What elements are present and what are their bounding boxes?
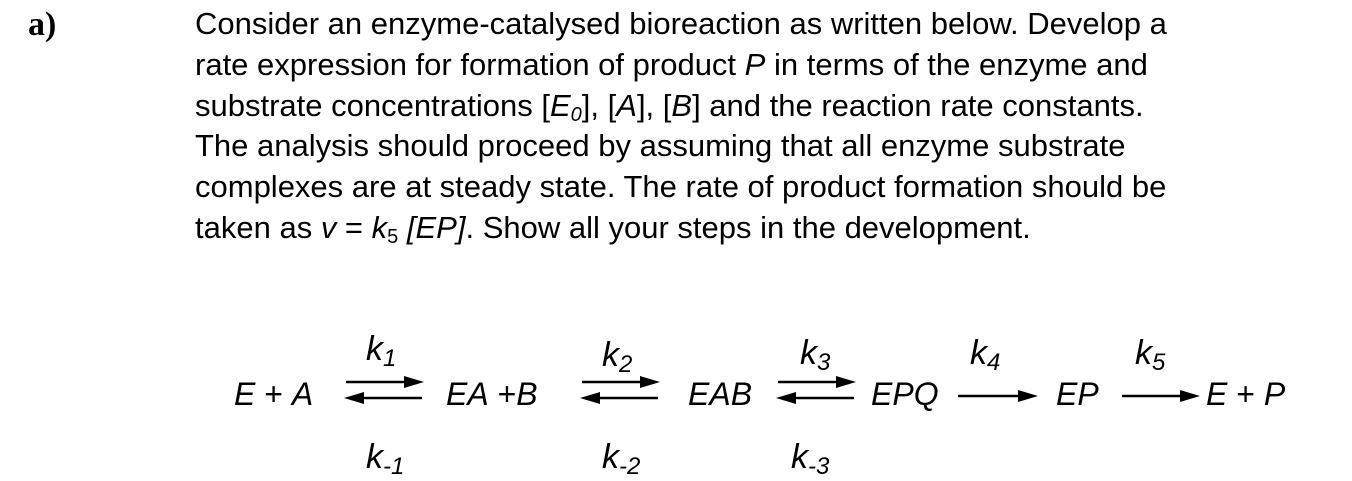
equilibrium-arrow-1	[344, 376, 424, 404]
species-e-plus-a: E + A	[234, 376, 314, 412]
species-eab: EAB	[688, 376, 753, 412]
equilibrium-arrow-2	[580, 376, 660, 404]
species-e-plus-p: E + P	[1206, 376, 1286, 412]
question-line-1: Consider an enzyme-catalysed bioreaction…	[195, 6, 1167, 41]
rate-constant-k-minus-1: k-1	[366, 438, 405, 480]
question-line-2: rate expression for formation of product…	[195, 46, 1148, 82]
species-ep: EP	[1056, 376, 1099, 412]
species-epq: EPQ	[871, 376, 939, 412]
question-line-5: complexes are at steady state. The rate …	[195, 169, 1167, 205]
rate-constant-k-minus-3: k-3	[791, 438, 830, 480]
question-line-4: The analysis should proceed by assuming …	[195, 128, 1126, 164]
question-label: a)	[28, 6, 57, 43]
question-line-6: taken as v = k5 [EP]. Show all your step…	[195, 209, 1031, 248]
forward-arrow-4	[958, 390, 1038, 402]
species-ea-plus-b: EA +B	[446, 376, 538, 412]
rate-constant-k5: k5	[1135, 334, 1166, 376]
rate-constant-k-minus-2: k-2	[602, 438, 641, 480]
rate-constant-k4: k4	[970, 334, 1001, 376]
forward-arrow-5	[1122, 390, 1200, 402]
rate-constant-k1: k1	[366, 330, 397, 372]
question-line-3: substrate concentrations [E0], [A], [B] …	[195, 87, 1144, 126]
rate-constant-k2: k2	[602, 336, 633, 378]
question-text: Consider an enzyme-catalysed bioreaction…	[195, 4, 1345, 249]
equilibrium-arrow-3	[776, 376, 856, 404]
rate-constant-k3: k3	[800, 334, 831, 376]
